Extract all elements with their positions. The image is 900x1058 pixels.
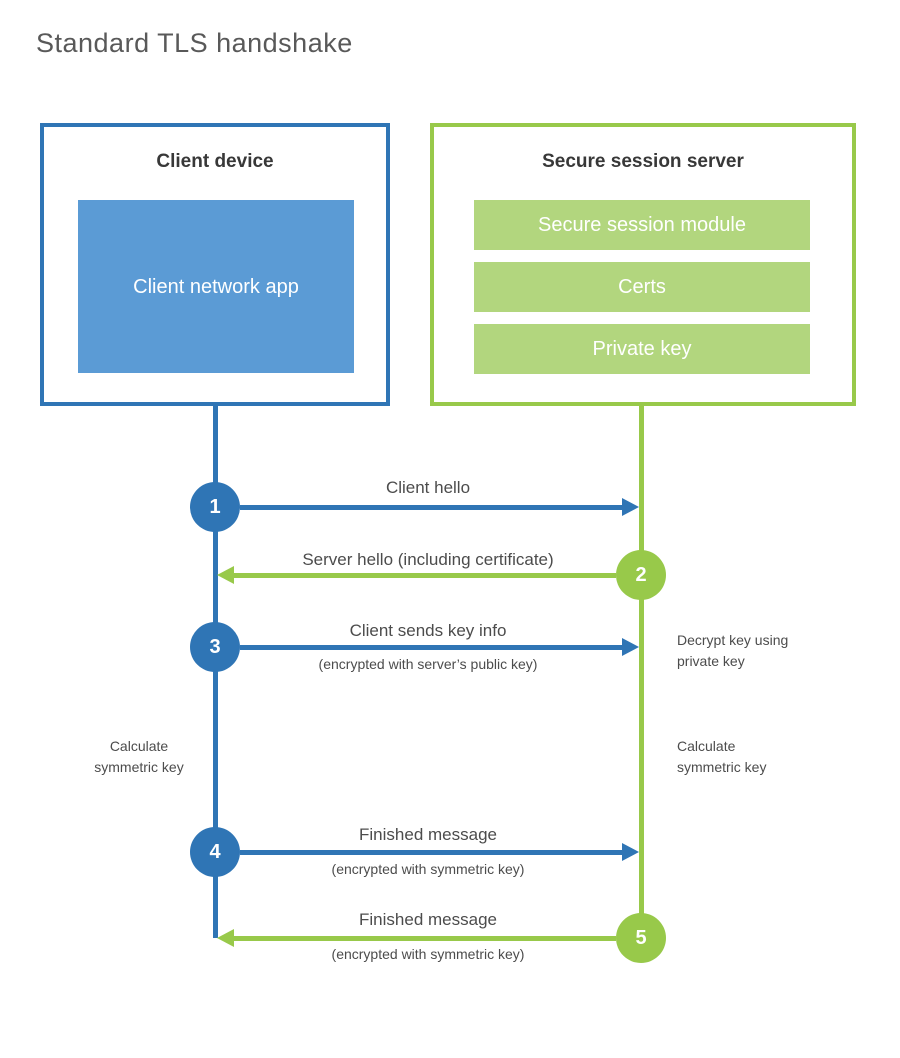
arrowhead-right-icon: [622, 498, 639, 516]
message-2-label: Server hello (including certificate): [302, 550, 554, 569]
step-3-marker: 3: [190, 622, 240, 672]
arrowhead-right-icon: [622, 638, 639, 656]
message-3-label: Client sends key info: [349, 621, 507, 640]
page-title: Standard TLS handshake: [36, 28, 353, 58]
server-module-label: Secure session module: [538, 214, 746, 236]
message-5-label: Finished message: [359, 910, 497, 929]
step-5-marker: 5: [616, 913, 666, 963]
server-module-certs: Certs: [474, 262, 810, 312]
message-4-sublabel: (encrypted with symmetric key): [331, 861, 525, 877]
arrowhead-left-icon: [217, 566, 234, 584]
message-4-label: Finished message: [359, 825, 497, 844]
server-module-private-key: Private key: [474, 324, 810, 374]
message-1-label: Client hello: [385, 478, 471, 497]
message-2-arrow-shaft: [233, 573, 616, 578]
annotation-decrypt-key: Decrypt key using private key: [677, 632, 789, 669]
message-3-arrow-shaft: [240, 645, 623, 650]
client-device-title: Client device: [156, 151, 274, 172]
client-network-app-box: Client network app: [78, 200, 354, 373]
annotation-calculate-symmetric-key-client: Calculate symmetric key: [94, 738, 184, 775]
secure-session-server-title: Secure session server: [542, 151, 744, 172]
server-module-secure-session: Secure session module: [474, 200, 810, 250]
server-module-label: Private key: [592, 338, 692, 360]
step-1-marker: 1: [190, 482, 240, 532]
server-module-label: Certs: [618, 276, 666, 298]
message-1-arrow-shaft: [240, 505, 623, 510]
annotation-calculate-symmetric-key-server: Calculate symmetric key: [677, 738, 767, 775]
arrowhead-right-icon: [622, 843, 639, 861]
arrowhead-left-icon: [217, 929, 234, 947]
step-2-marker: 2: [616, 550, 666, 600]
message-5-sublabel: (encrypted with symmetric key): [331, 946, 525, 962]
message-5-arrow-shaft: [233, 936, 616, 941]
message-4-arrow-shaft: [240, 850, 623, 855]
client-network-app-label: Client network app: [133, 275, 299, 298]
step-4-marker: 4: [190, 827, 240, 877]
message-3-sublabel: (encrypted with server’s public key): [318, 656, 538, 672]
server-lifeline: [639, 405, 644, 938]
